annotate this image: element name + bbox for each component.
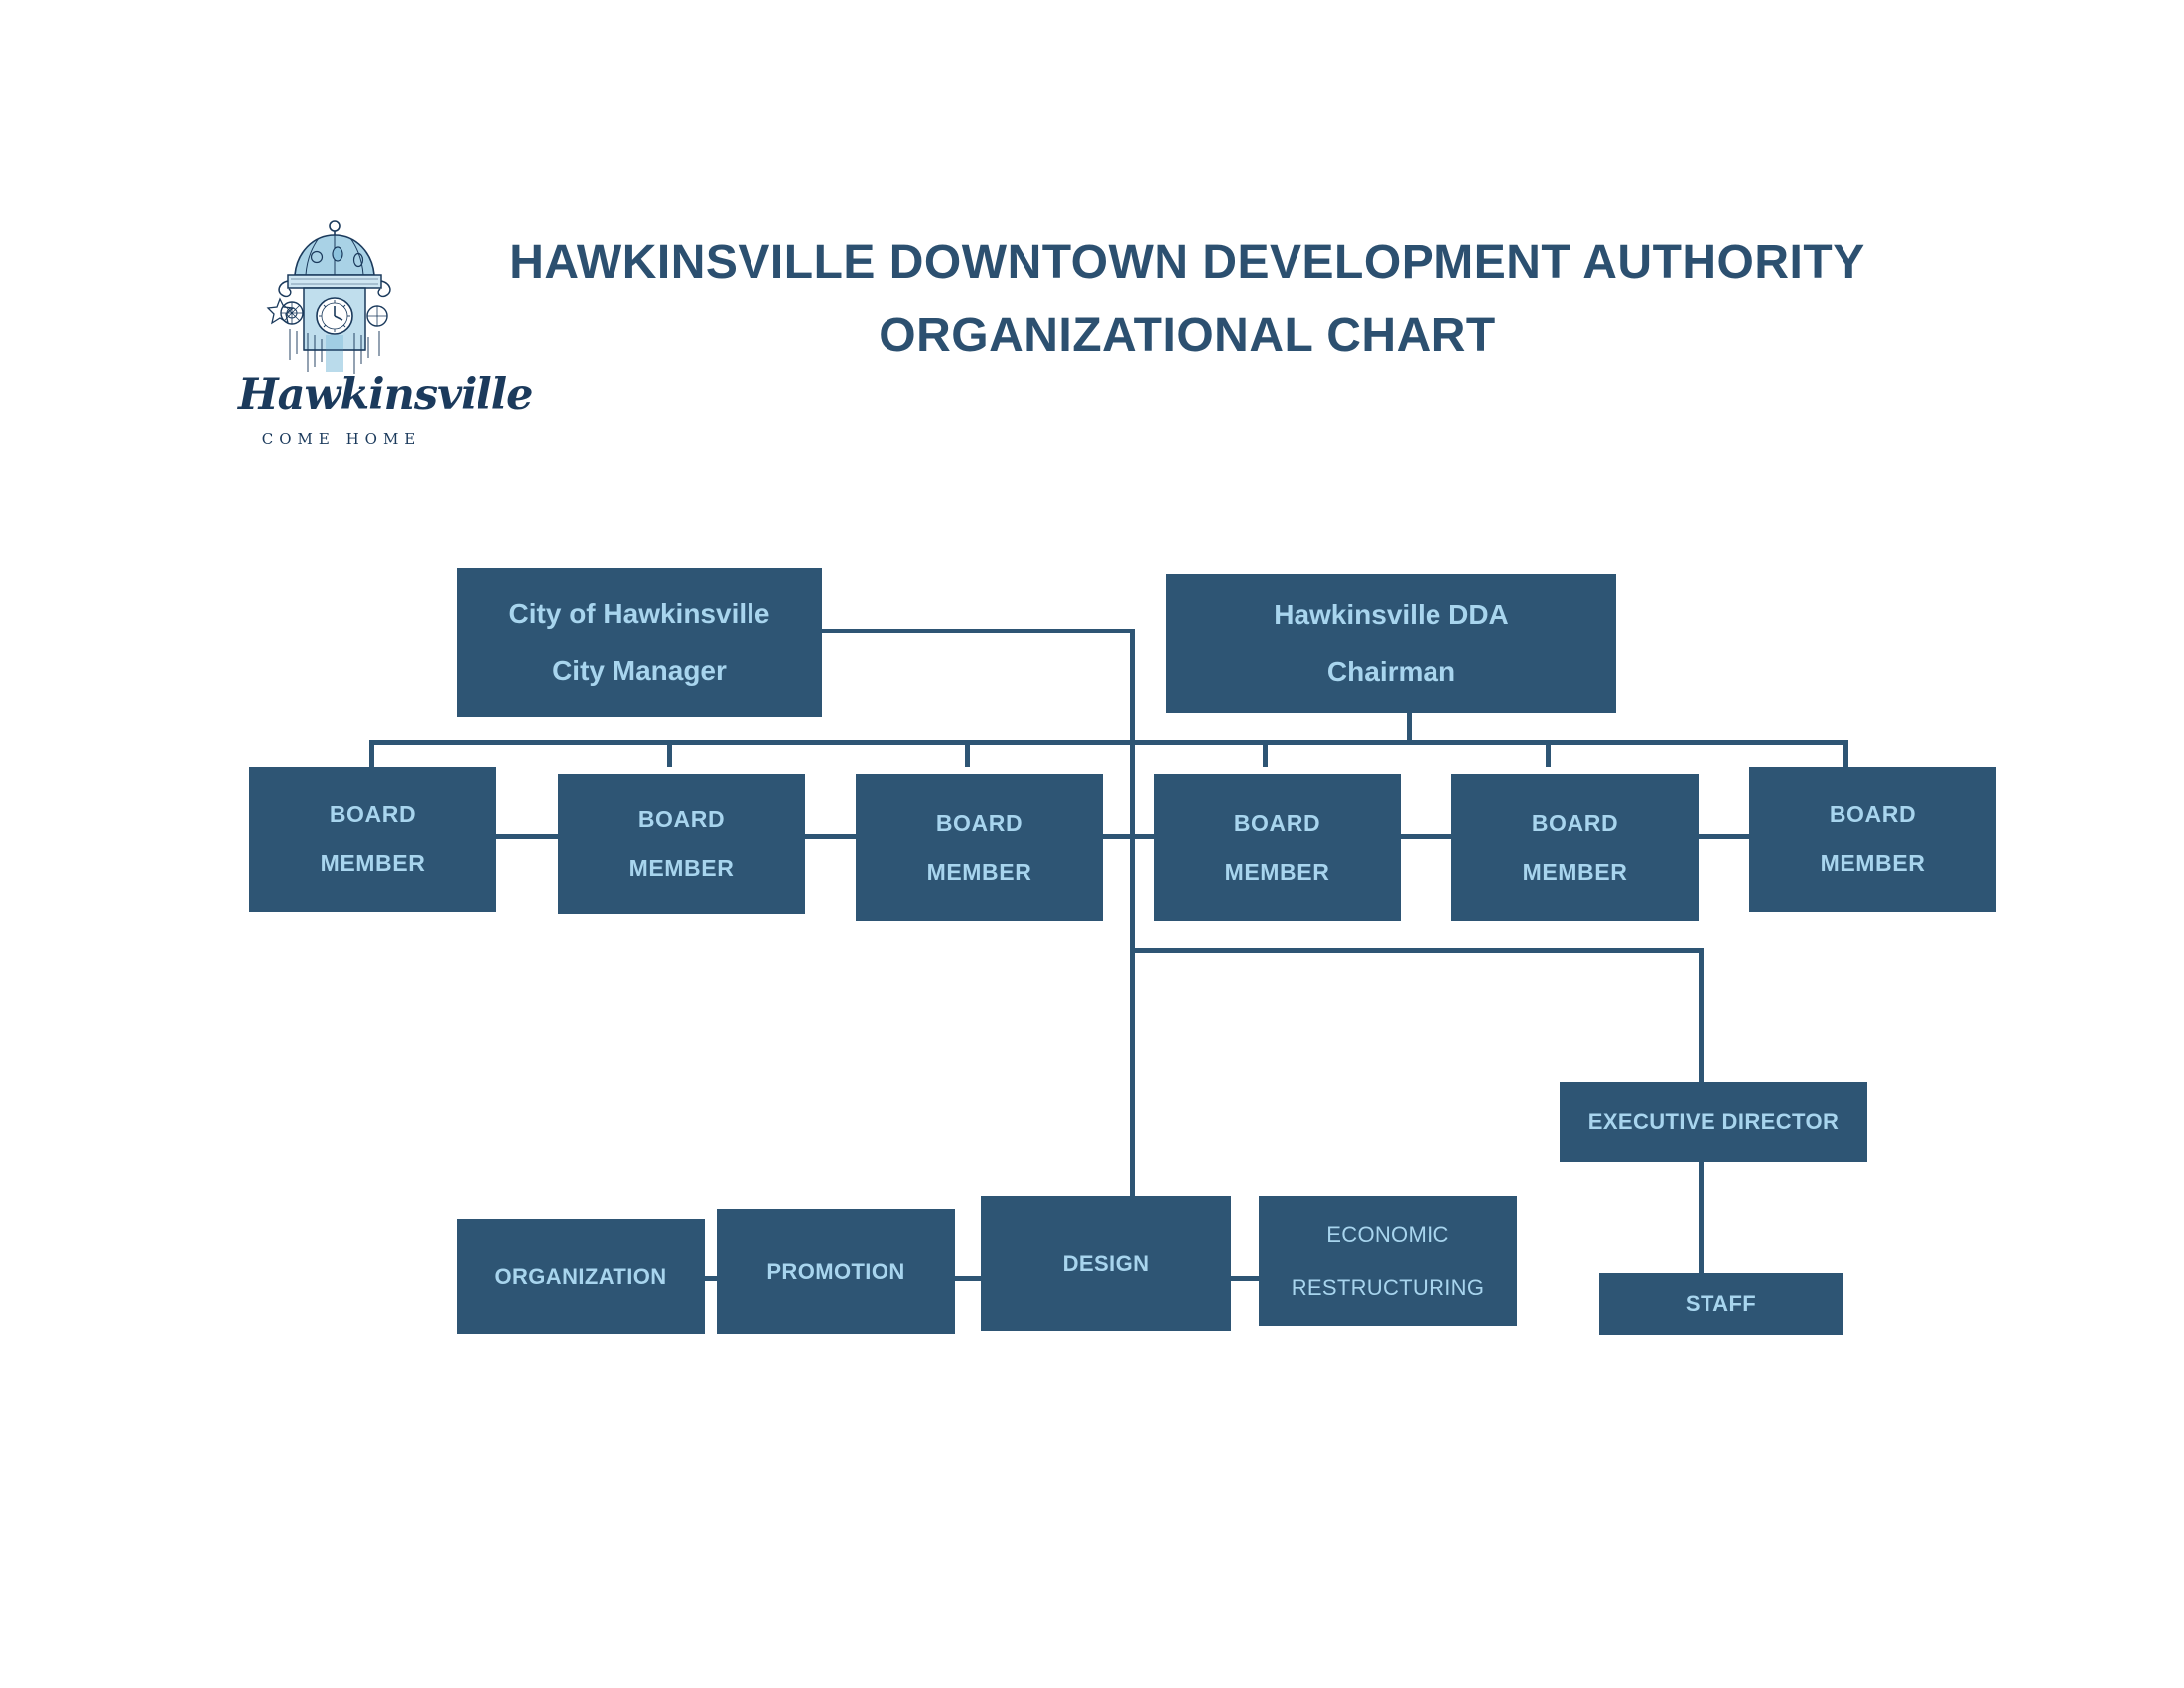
node-board-member-6-line1: BOARD <box>1829 801 1917 828</box>
node-executive-director[interactable]: EXECUTIVE DIRECTOR <box>1560 1082 1867 1162</box>
node-board-member-4-line2: MEMBER <box>1224 858 1330 885</box>
node-board-member-4-line1: BOARD <box>1233 810 1321 837</box>
node-board-member-2[interactable]: BOARD MEMBER <box>558 774 805 914</box>
node-executive-director-label: EXECUTIVE DIRECTOR <box>1587 1109 1840 1134</box>
connector-drop-board1 <box>369 740 374 767</box>
connector-drop-board5 <box>1546 740 1551 767</box>
connector-board5-board6 <box>1688 834 1749 839</box>
node-dda-chairman-line1: Hawkinsville DDA <box>1274 598 1509 630</box>
node-dda-chairman[interactable]: Hawkinsville DDA Chairman <box>1166 574 1616 713</box>
node-promotion[interactable]: PROMOTION <box>717 1209 955 1334</box>
connector-city-to-dda <box>822 629 1135 633</box>
node-economic-line1: ECONOMIC <box>1326 1221 1449 1247</box>
connector-board1-board2 <box>496 834 558 839</box>
node-board-member-5[interactable]: BOARD MEMBER <box>1451 774 1699 921</box>
connector-drop-board3 <box>965 740 970 767</box>
node-board-member-5-line1: BOARD <box>1531 810 1619 837</box>
logo-tagline: COME HOME <box>261 430 422 448</box>
node-staff[interactable]: STAFF <box>1599 1273 1843 1335</box>
node-board-member-3[interactable]: BOARD MEMBER <box>856 774 1103 921</box>
node-staff-label: STAFF <box>1685 1291 1757 1316</box>
node-board-member-6[interactable]: BOARD MEMBER <box>1749 767 1996 912</box>
node-organization[interactable]: ORGANIZATION <box>457 1219 705 1334</box>
connector-execdir-to-staff <box>1699 1162 1704 1281</box>
node-board-member-5-line2: MEMBER <box>1522 858 1628 885</box>
node-board-member-4[interactable]: BOARD MEMBER <box>1154 774 1401 921</box>
node-board-member-3-line2: MEMBER <box>926 858 1032 885</box>
logo-script-text: Hawkinsville <box>238 370 533 420</box>
connector-design-economic <box>1231 1276 1259 1281</box>
connector-dda-down <box>1407 713 1412 740</box>
node-city-manager-line2: City Manager <box>552 655 727 687</box>
connector-drop-board4 <box>1263 740 1268 767</box>
node-city-manager[interactable]: City of Hawkinsville City Manager <box>457 568 822 717</box>
node-economic-line2: RESTRUCTURING <box>1291 1275 1485 1301</box>
node-promotion-label: PROMOTION <box>766 1258 905 1284</box>
node-board-member-3-line1: BOARD <box>935 810 1024 837</box>
connector-drop-board6 <box>1843 740 1848 767</box>
connector-center-trunk-lower <box>1130 740 1135 1211</box>
hawkinsville-logo: Hawkinsville COME HOME <box>238 213 533 462</box>
node-dda-chairman-line2: Chairman <box>1326 656 1456 688</box>
connector-promotion-design <box>955 1276 983 1281</box>
connector-drop-board2 <box>667 740 672 767</box>
page-title-line2: ORGANIZATIONAL CHART <box>879 309 1496 361</box>
node-board-member-2-line2: MEMBER <box>628 854 735 881</box>
page-title-line1: HAWKINSVILLE DOWNTOWN DEVELOPMENT AUTHOR… <box>509 236 1865 289</box>
node-organization-label: ORGANIZATION <box>494 1263 667 1289</box>
node-board-member-1-line2: MEMBER <box>320 849 426 876</box>
connector-board3-board4 <box>1092 834 1154 839</box>
connector-board-bus <box>369 740 1848 745</box>
node-economic-restructuring[interactable]: ECONOMIC RESTRUCTURING <box>1259 1196 1517 1326</box>
connector-center-trunk-upper <box>1130 629 1135 740</box>
node-design[interactable]: DESIGN <box>981 1196 1231 1331</box>
clock-tower-cupola-icon <box>266 220 391 374</box>
node-board-member-2-line1: BOARD <box>637 806 726 833</box>
node-board-member-6-line2: MEMBER <box>1820 849 1926 876</box>
connector-execdir-drop <box>1699 948 1704 1082</box>
connector-board2-board3 <box>794 834 856 839</box>
connector-board4-board5 <box>1390 834 1451 839</box>
node-design-label: DESIGN <box>1062 1250 1150 1276</box>
node-board-member-1-line1: BOARD <box>329 801 417 828</box>
node-board-member-1[interactable]: BOARD MEMBER <box>249 767 496 912</box>
connector-board-to-execdir <box>1130 948 1704 953</box>
node-city-manager-line1: City of Hawkinsville <box>508 597 770 629</box>
